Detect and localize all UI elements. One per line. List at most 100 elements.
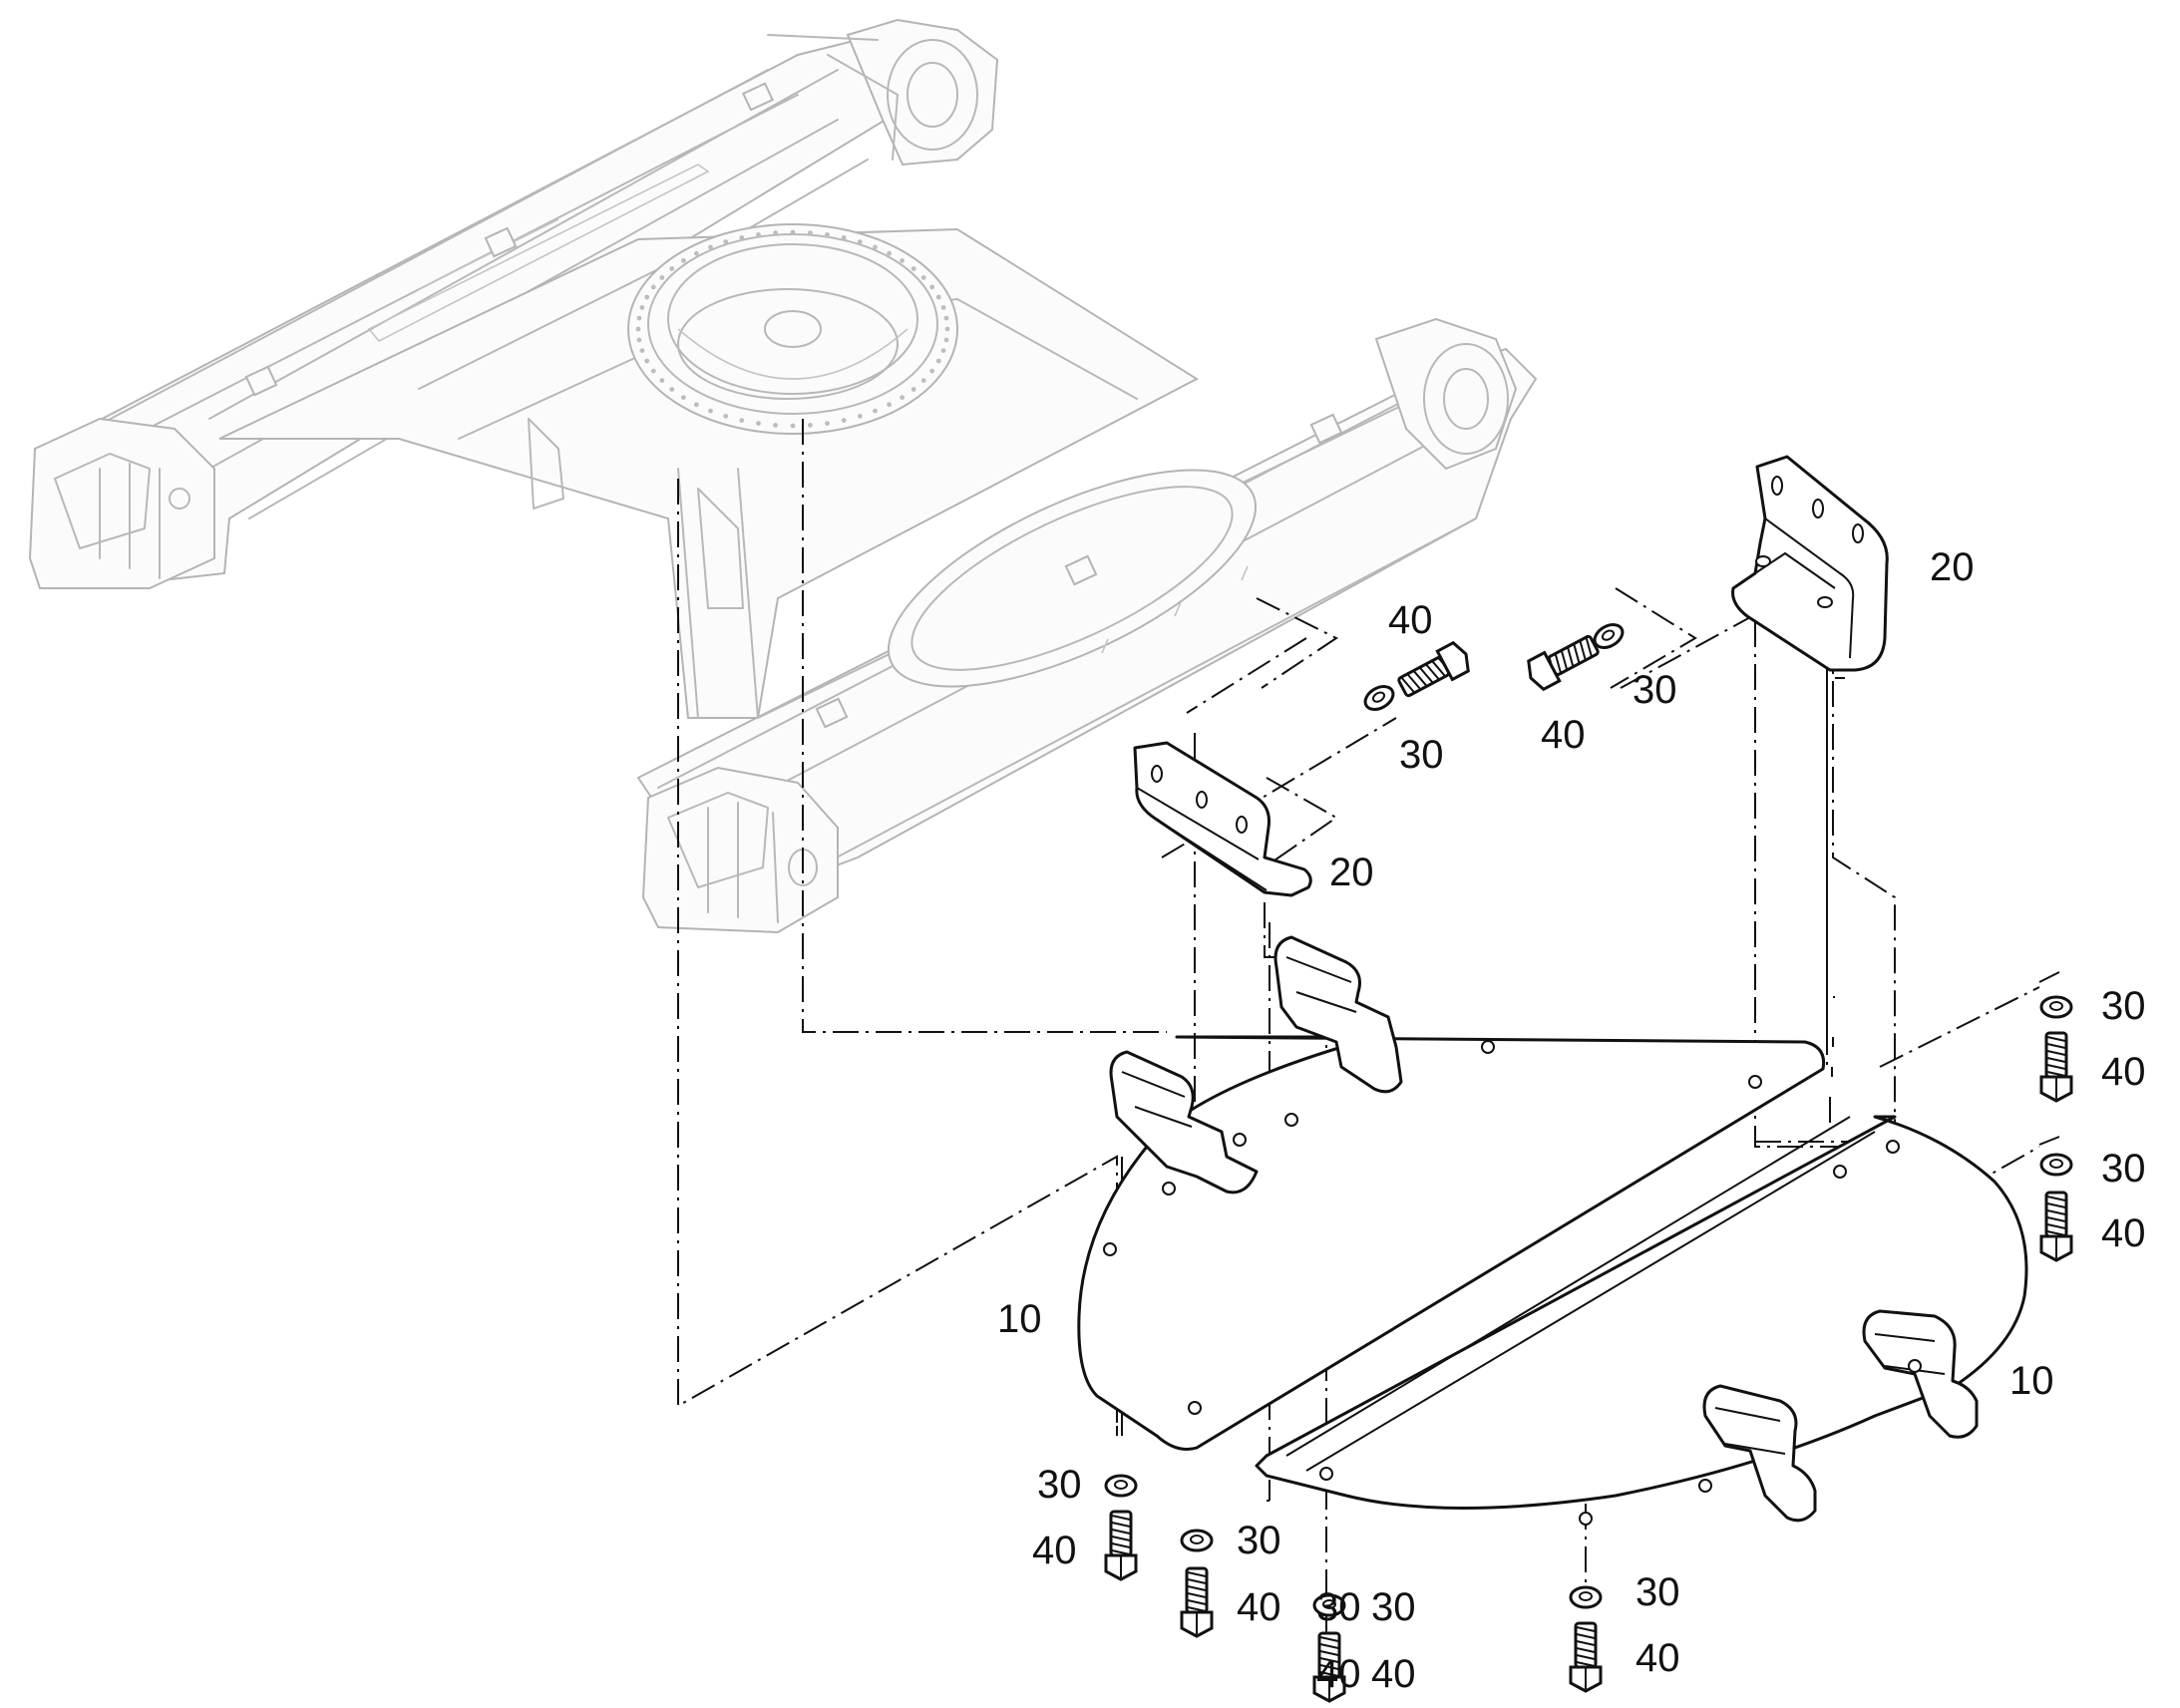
bolt-icon xyxy=(2039,1031,2073,1103)
ring-bolt-hole xyxy=(639,305,645,310)
ring-bolt-hole xyxy=(694,402,699,408)
ring-bolt-hole xyxy=(708,408,713,414)
ring-bolt-hole xyxy=(739,235,745,240)
ring-bolt-hole xyxy=(659,378,665,383)
callout-10-right: 10 xyxy=(2009,1359,2054,1403)
callout-40-i: 40 xyxy=(1316,1652,1361,1696)
ring-bolt-hole xyxy=(940,348,946,353)
bolt-icon xyxy=(1180,1566,1214,1638)
ring-bolt-hole xyxy=(944,326,950,332)
washer-icon xyxy=(1363,685,1395,711)
washer-icon xyxy=(2039,995,2073,1019)
callout-labels: 10 10 20 20 30 30 30 30 30 30 30 30 30 4… xyxy=(997,545,2146,1696)
ring-bolt-hole xyxy=(935,358,941,364)
callout-30-a: 30 xyxy=(1399,733,1444,777)
ring-bolt-hole xyxy=(669,387,675,392)
bolt-icon xyxy=(1104,1510,1138,1581)
callout-40-c: 40 xyxy=(2101,1050,2146,1094)
bolt-icon xyxy=(2039,1191,2073,1262)
washer-icon-group xyxy=(1104,623,2073,1617)
callout-40-e: 40 xyxy=(1032,1529,1077,1572)
callout-20-upper: 20 xyxy=(1930,545,1975,589)
callout-30-i: 30 xyxy=(1316,1585,1361,1629)
washer-icon xyxy=(1180,1529,1214,1552)
ring-bolt-hole xyxy=(873,408,878,414)
ring-bolt-hole xyxy=(841,235,847,240)
callout-30-d: 30 xyxy=(2101,1147,2146,1191)
belly-plate-left xyxy=(1077,935,1826,1451)
ring-bolt-hole xyxy=(857,414,863,419)
ring-bolt-hole xyxy=(929,368,935,374)
ring-bolt-hole xyxy=(708,244,713,250)
ring-bolt-hole xyxy=(790,423,796,429)
ring-bolt-hole xyxy=(681,258,686,263)
ring-bolt-hole xyxy=(644,358,650,364)
ring-bolt-hole xyxy=(644,294,650,300)
ring-bolt-hole xyxy=(825,232,830,237)
ring-bolt-hole xyxy=(940,305,946,310)
ring-bolt-hole xyxy=(873,244,878,250)
mounting-bracket-lower-left xyxy=(1133,741,1312,897)
ring-bolt-hole xyxy=(910,387,916,392)
ring-bolt-hole xyxy=(825,421,830,426)
undercarriage-frame xyxy=(28,18,1538,934)
ring-bolt-hole xyxy=(694,250,699,256)
ring-bolt-hole xyxy=(739,418,745,423)
mounting-bracket-upper-right xyxy=(1731,455,1889,672)
ring-bolt-hole xyxy=(650,284,656,290)
ring-bolt-hole xyxy=(773,423,778,428)
bolt-icon xyxy=(1312,1631,1346,1703)
bolt-icon xyxy=(1527,634,1600,692)
callout-30-h: 30 xyxy=(1635,1570,1680,1614)
slewing-ring-bolt-holes xyxy=(635,229,950,429)
callout-20-lower: 20 xyxy=(1329,851,1374,894)
ring-bolt-hole xyxy=(808,423,813,428)
callout-30-e: 30 xyxy=(1037,1463,1082,1507)
washer-icon xyxy=(1312,1593,1346,1617)
callout-30-b: 30 xyxy=(1633,668,1677,712)
ring-bolt-hole xyxy=(773,230,778,236)
callout-40-a: 40 xyxy=(1388,598,1433,642)
ring-bolt-hole xyxy=(756,232,761,237)
ring-bolt-hole xyxy=(943,337,949,343)
ring-bolt-hole xyxy=(681,395,686,400)
callout-40-f: 40 xyxy=(1237,1585,1281,1629)
ring-bolt-hole xyxy=(920,378,926,383)
ring-bolt-hole xyxy=(900,258,905,263)
ring-bolt-hole xyxy=(935,294,941,300)
bolt-icon-group xyxy=(1104,634,2073,1703)
ring-bolt-hole xyxy=(723,239,729,245)
ring-bolt-hole xyxy=(929,284,935,290)
ring-bolt-hole xyxy=(635,326,641,332)
callout-30-g: 30 xyxy=(1371,1585,1416,1629)
ring-bolt-hole xyxy=(756,421,761,426)
callout-30-c: 30 xyxy=(2101,984,2146,1028)
callout-40-d: 40 xyxy=(2101,1211,2146,1255)
ring-bolt-hole xyxy=(857,239,863,245)
callout-40-g: 40 xyxy=(1371,1652,1416,1696)
ring-bolt-hole xyxy=(841,418,847,423)
washer-icon xyxy=(1104,1474,1138,1498)
callout-10-left: 10 xyxy=(997,1297,1042,1341)
ring-bolt-hole xyxy=(790,229,796,235)
bolt-icon xyxy=(1569,1621,1603,1693)
washer-icon xyxy=(2039,1153,2073,1177)
ring-bolt-hole xyxy=(636,337,642,343)
belly-plate-right xyxy=(1255,1115,2028,1526)
ring-bolt-hole xyxy=(639,348,645,353)
ring-bolt-hole xyxy=(920,275,926,280)
ring-bolt-hole xyxy=(659,275,665,280)
ring-bolt-hole xyxy=(669,266,675,271)
washer-icon xyxy=(1569,1585,1603,1609)
callout-40-b: 40 xyxy=(1541,713,1586,757)
ring-bolt-hole xyxy=(808,230,813,236)
callout-30-f: 30 xyxy=(1237,1519,1281,1562)
washer-icon xyxy=(1593,623,1625,649)
ring-bolt-hole xyxy=(943,315,949,321)
ring-bolt-hole xyxy=(887,250,892,256)
ring-bolt-hole xyxy=(900,395,905,400)
bolt-icon xyxy=(1397,640,1470,698)
ring-bolt-hole xyxy=(650,368,656,374)
ring-bolt-hole xyxy=(723,414,729,419)
